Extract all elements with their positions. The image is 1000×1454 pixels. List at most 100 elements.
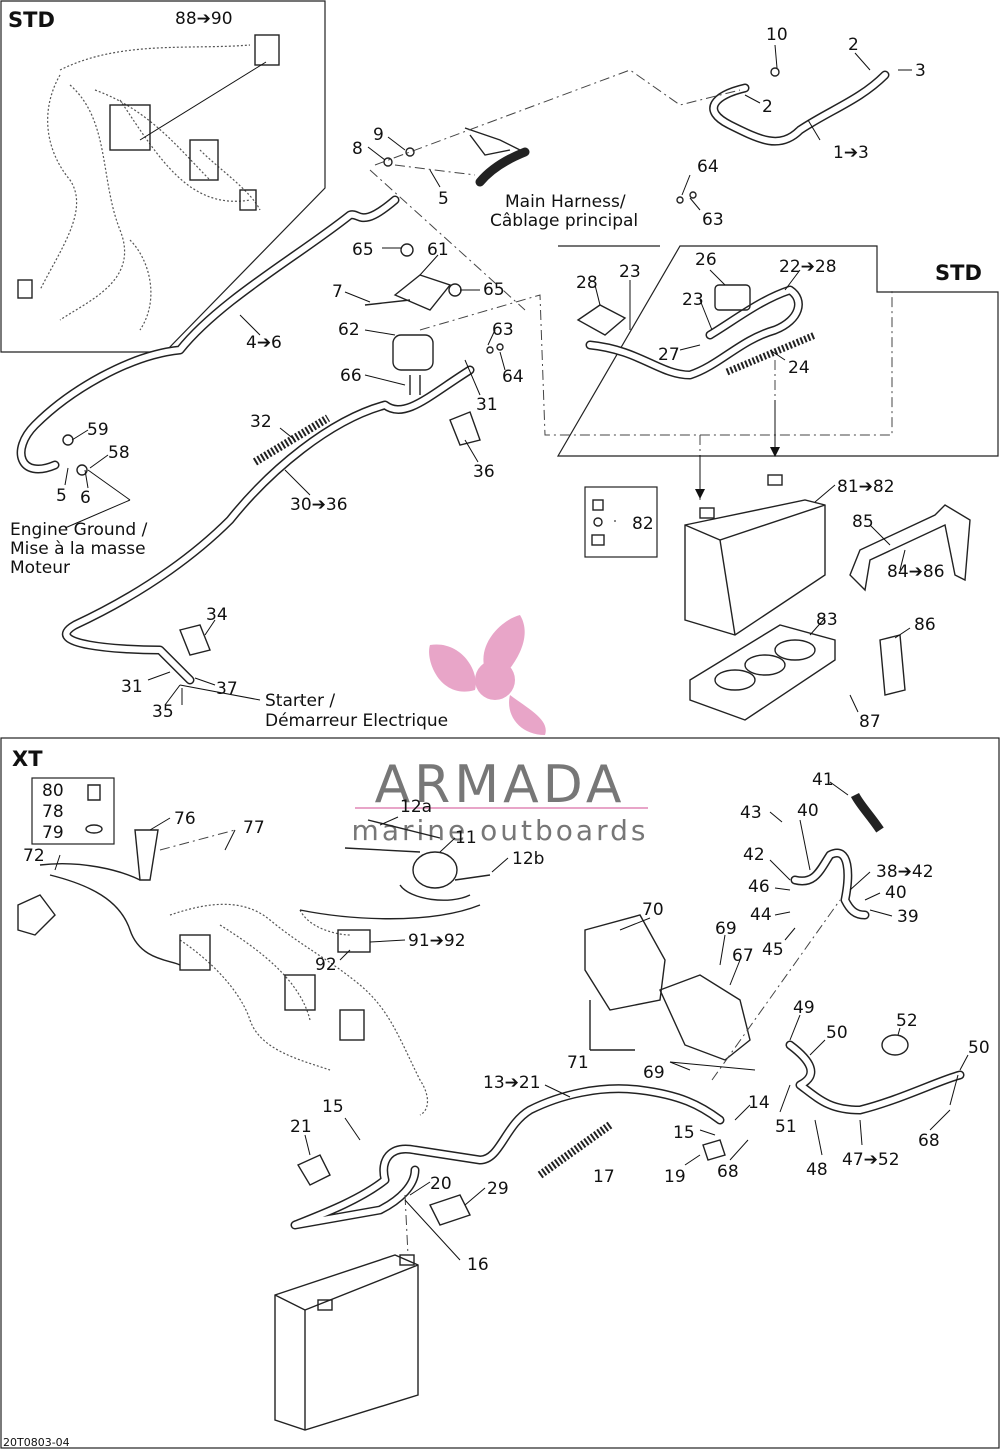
callout-15: 15: [673, 1123, 695, 1143]
cover-26: [714, 284, 751, 311]
figure-code: 20T0803-04: [3, 1436, 70, 1449]
callout-1-3: 1➔3: [833, 143, 869, 163]
callout-80: 80: [42, 781, 64, 801]
callout-50: 50: [968, 1038, 990, 1058]
leader-lines: [54, 44, 969, 1261]
propeller-blade-icon: [509, 695, 546, 735]
callout-46: 46: [748, 877, 770, 897]
callout-23: 23: [682, 290, 704, 310]
callout-45: 45: [762, 940, 784, 960]
small-connector-shape: [239, 189, 257, 211]
std-harness-label: STD: [935, 261, 982, 285]
engine-ground-fr-1: Mise à la masse: [10, 539, 146, 559]
cable-38-42: [790, 848, 870, 920]
callout-31: 31: [121, 677, 143, 697]
strap-85: [849, 504, 971, 592]
callout-5: 5: [56, 486, 67, 506]
callout-71: 71: [567, 1053, 589, 1073]
callout-88-90: 88➔90: [175, 9, 233, 29]
callout-35: 35: [152, 702, 174, 722]
callout-29: 29: [487, 1179, 509, 1199]
callout-65: 65: [352, 240, 374, 260]
callout-70: 70: [642, 900, 664, 920]
cable-47-52: [785, 1040, 965, 1115]
callout-84-86: 84➔86: [887, 562, 945, 582]
callout-labels: 10 2 3 2 1➔3 9 8 5 64 63 65 61 65 7 62 6…: [23, 25, 990, 1275]
engine-ground-en: Engine Ground /: [10, 520, 148, 540]
battery-xt: [274, 1254, 419, 1431]
callout-5: 5: [438, 189, 449, 209]
callout-50: 50: [826, 1023, 848, 1043]
callout-38-42: 38➔42: [876, 862, 934, 882]
nut-8: [383, 157, 393, 167]
callout-79: 79: [42, 823, 64, 843]
callout-32: 32: [250, 412, 272, 432]
callout-61: 61: [427, 240, 449, 260]
std-inset-label: STD: [8, 8, 55, 32]
xt-harness-sketch: [169, 903, 429, 1116]
bracket-61: [393, 274, 452, 311]
callout-31: 31: [476, 395, 498, 415]
engine-ground-fr-2: Moteur: [10, 558, 70, 578]
callout-7: 7: [332, 282, 343, 302]
callout-10: 10: [766, 25, 788, 45]
small-connector-shape: [17, 279, 33, 299]
callout-68: 68: [918, 1131, 940, 1151]
callout-47-52: 47➔52: [842, 1150, 900, 1170]
callout-34: 34: [206, 605, 228, 625]
callout-86: 86: [914, 615, 936, 635]
main-harness-fr: Câblage principal: [490, 211, 638, 231]
connector-88-shape: [254, 34, 280, 66]
boot-29: [429, 1194, 471, 1226]
annotation-starter: Starter / Démarreur Electrique: [265, 691, 448, 731]
callout-28: 28: [576, 273, 598, 293]
boot-34: [179, 624, 211, 656]
callout-11: 11: [455, 828, 477, 848]
callout-40: 40: [797, 801, 819, 821]
bracket-70: [584, 914, 666, 1011]
connector-92: [337, 929, 371, 953]
callout-8: 8: [352, 139, 363, 159]
callout-44: 44: [750, 905, 772, 925]
bracket-86: [879, 634, 906, 696]
std-harness-sketch: [17, 34, 280, 331]
callout-17: 17: [593, 1167, 615, 1187]
callout-72: 72: [23, 846, 45, 866]
cable-13-21: [290, 1084, 725, 1230]
starter-relay-11: [412, 851, 458, 889]
callout-2: 2: [848, 35, 859, 55]
callout-76: 76: [174, 809, 196, 829]
callout-69: 69: [715, 919, 737, 939]
callout-22-28: 22➔28: [779, 257, 837, 277]
callout-78: 78: [42, 802, 64, 822]
callout-26: 26: [695, 250, 717, 270]
callout-16: 16: [467, 1255, 489, 1275]
relay-block-xt: [284, 974, 316, 1011]
callout-23: 23: [619, 262, 641, 282]
callout-41: 41: [812, 770, 834, 790]
callout-85: 85: [852, 512, 874, 532]
callout-9: 9: [373, 125, 384, 145]
solenoid-62: [392, 334, 434, 371]
callout-30-36: 30➔36: [290, 495, 348, 515]
callout-21: 21: [290, 1117, 312, 1137]
battery-std: [684, 474, 826, 636]
callout-14: 14: [748, 1093, 770, 1113]
callout-81-82: 81➔82: [837, 477, 895, 497]
callout-69: 69: [643, 1063, 665, 1083]
callout-39: 39: [897, 907, 919, 927]
fuse-block-xt: [179, 934, 211, 971]
boot-41: [850, 792, 884, 833]
main-harness-en: Main Harness/: [505, 192, 626, 212]
callout-77: 77: [243, 818, 265, 838]
solenoid-67: [659, 974, 751, 1061]
callout-59: 59: [87, 420, 109, 440]
callout-20: 20: [430, 1174, 452, 1194]
watermark-tagline: marine outboards: [352, 814, 649, 847]
callout-2: 2: [762, 97, 773, 117]
tray-83: [689, 624, 836, 721]
fuse-block-shape: [109, 104, 151, 151]
callout-58: 58: [108, 443, 130, 463]
callout-92: 92: [315, 955, 337, 975]
